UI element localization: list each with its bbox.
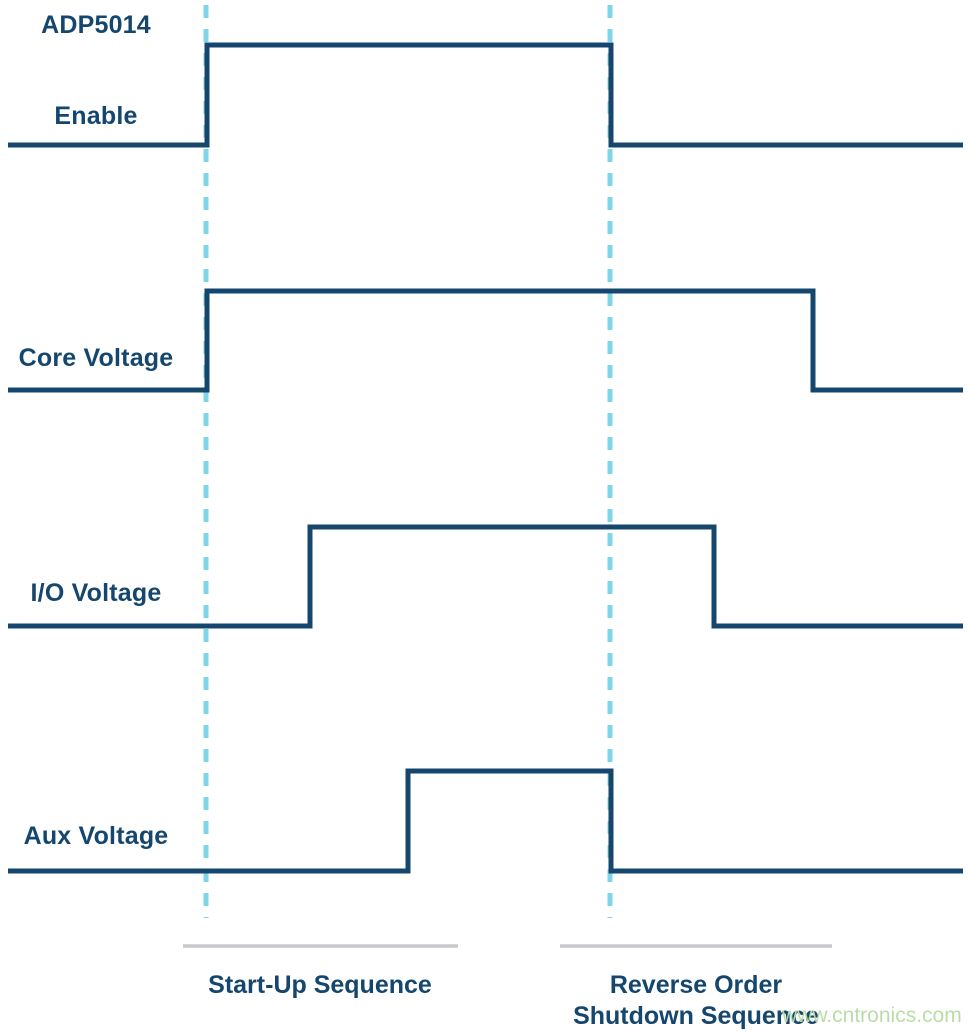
signal-waveform-enable — [8, 42, 963, 148]
startup-sequence-label: Start-Up Sequence — [208, 971, 432, 999]
signal-label-core-voltage: Core Voltage — [18, 344, 174, 372]
signal-label-io-voltage: I/O Voltage — [30, 579, 162, 607]
watermark: www.cntronics.com — [782, 1004, 962, 1027]
signal-waveform-aux-voltage — [8, 768, 963, 874]
shutdown-sequence-line1: Reverse Order — [609, 971, 783, 999]
shutdown-sequence-line2: Shutdown Sequence — [573, 1002, 819, 1030]
page-title: ADP5014 — [41, 11, 151, 39]
signal-label-aux-voltage: Aux Voltage — [23, 822, 169, 850]
shutdown-sequence-label: Reverse Order Shutdown Sequence — [540, 970, 852, 1032]
signal-waveform-core-voltage — [8, 288, 963, 393]
signal-waveform-io-voltage — [8, 524, 963, 629]
signal-label-enable: Enable — [54, 102, 138, 130]
